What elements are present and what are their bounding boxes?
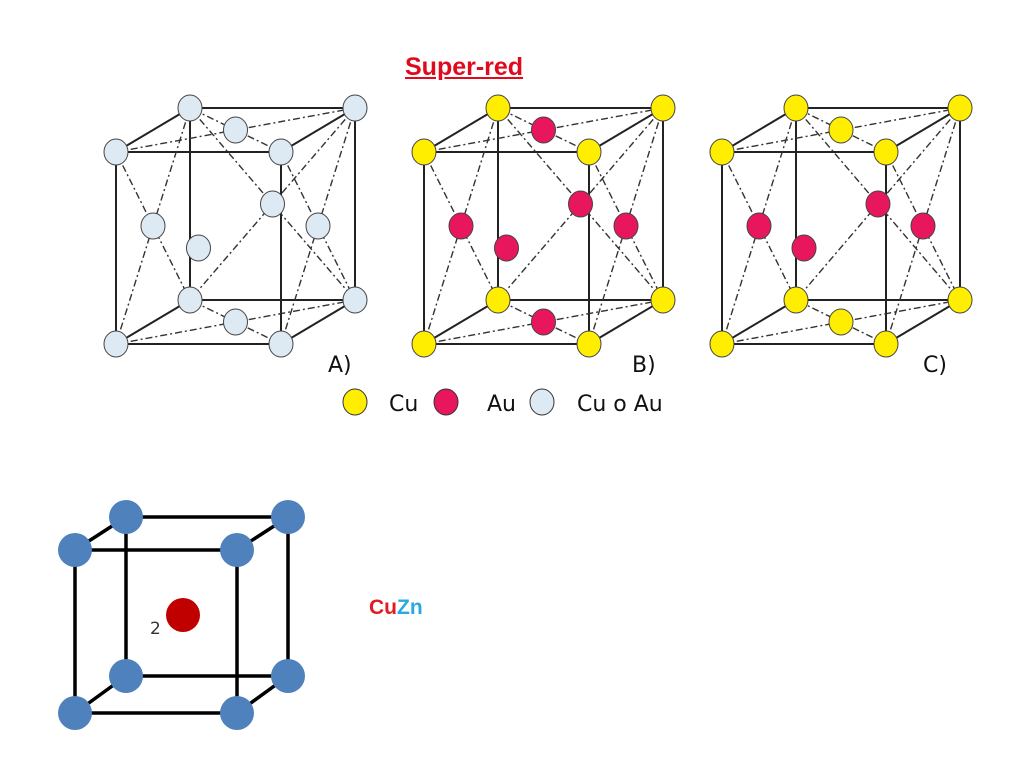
corner-atom xyxy=(709,138,735,166)
cube-edge xyxy=(721,299,797,345)
corner-atom xyxy=(873,138,899,166)
corner-atom xyxy=(485,94,511,122)
face-atom-top xyxy=(531,116,556,144)
corner-atom xyxy=(783,94,809,122)
face-diagonal xyxy=(280,151,356,301)
bcc-cell-figure: 2 xyxy=(58,500,305,730)
corner-atom xyxy=(268,138,294,166)
fcc-cube-a xyxy=(103,94,368,358)
panel-label-b: B) xyxy=(632,353,656,378)
face-atom-top xyxy=(828,116,854,144)
corner-atom xyxy=(342,286,368,314)
bcc-corner-atom xyxy=(109,659,143,693)
face-atom-left xyxy=(140,212,166,240)
face-atom-back xyxy=(568,190,593,218)
cube-edge xyxy=(115,107,191,153)
slide-title: Super-red xyxy=(405,53,524,81)
face-atom-back xyxy=(865,190,891,218)
face-diagonal xyxy=(423,151,499,301)
compound-label-cu: Cu xyxy=(369,596,397,619)
corner-atom xyxy=(177,286,203,314)
face-atom-left xyxy=(448,212,474,240)
cube-edge xyxy=(588,299,664,345)
face-diagonal xyxy=(721,151,797,301)
face-atom-front xyxy=(494,234,519,262)
bcc-corner-atom xyxy=(58,696,92,730)
corner-atom xyxy=(873,330,899,358)
corner-atom xyxy=(268,330,294,358)
face-atom-bottom xyxy=(223,308,248,336)
fcc-cells-figure: A) B) C) Cu Au Cu o Au xyxy=(103,94,973,417)
corner-atom xyxy=(103,138,129,166)
corner-atom xyxy=(783,286,809,314)
corner-atom xyxy=(947,286,973,314)
corner-atom xyxy=(576,138,602,166)
cube-edge xyxy=(280,299,356,345)
legend-swatch-au xyxy=(433,388,459,416)
cube-edge xyxy=(115,299,191,345)
bcc-corner-atom xyxy=(58,533,92,567)
bcc-edges xyxy=(73,515,290,715)
legend: Cu Au Cu o Au xyxy=(342,388,663,417)
cube-edge xyxy=(885,107,961,153)
cube-edge xyxy=(588,107,664,153)
face-atom-front xyxy=(791,234,817,262)
face-diagonal xyxy=(115,151,191,301)
face-diagonal xyxy=(588,151,664,301)
panel-label-a: A) xyxy=(328,353,352,378)
corner-atom xyxy=(177,94,203,122)
bcc-atoms xyxy=(58,500,305,730)
bcc-corner-atom xyxy=(109,500,143,534)
bcc-corner-atom xyxy=(271,659,305,693)
corner-atom xyxy=(342,94,368,122)
face-atom-bottom xyxy=(531,308,556,336)
corner-atom xyxy=(411,330,437,358)
legend-swatch-cu xyxy=(342,388,368,416)
face-atom-left xyxy=(746,212,772,240)
bcc-corner-atom xyxy=(271,500,305,534)
cube-edge xyxy=(423,107,499,153)
face-diagonal xyxy=(885,151,961,301)
face-atom-back xyxy=(260,190,285,218)
bcc-center-atom xyxy=(166,598,200,632)
cube-edge xyxy=(721,107,797,153)
compound-label-zn: Zn xyxy=(397,596,423,619)
cube-edge xyxy=(423,299,499,345)
fcc-cube-c xyxy=(709,94,973,358)
face-atom-top xyxy=(223,116,248,144)
face-atom-bottom xyxy=(828,308,854,336)
cube-edge xyxy=(280,107,356,153)
corner-atom xyxy=(103,330,129,358)
panel-label-c: C) xyxy=(923,353,947,378)
corner-atom xyxy=(709,330,735,358)
corner-atom xyxy=(485,286,511,314)
corner-atom xyxy=(411,138,437,166)
legend-label-cu: Cu xyxy=(389,392,418,417)
legend-swatch-cu-o-au xyxy=(529,388,555,416)
bcc-corner-atom xyxy=(220,533,254,567)
compound-label: CuZn xyxy=(369,596,423,620)
bcc-corner-atom xyxy=(220,696,254,730)
face-atom-front xyxy=(186,234,211,262)
corner-atom xyxy=(650,286,676,314)
legend-label-cu-o-au: Cu o Au xyxy=(577,392,663,417)
face-atom-right xyxy=(910,212,936,240)
corner-atom xyxy=(947,94,973,122)
face-atom-right xyxy=(305,212,331,240)
corner-atom xyxy=(576,330,602,358)
fcc-cube-b xyxy=(411,94,676,358)
legend-label-au: Au xyxy=(487,392,516,417)
corner-atom xyxy=(650,94,676,122)
bcc-center-label: 2 xyxy=(150,619,161,639)
face-atom-right xyxy=(613,212,639,240)
cube-edge xyxy=(885,299,961,345)
